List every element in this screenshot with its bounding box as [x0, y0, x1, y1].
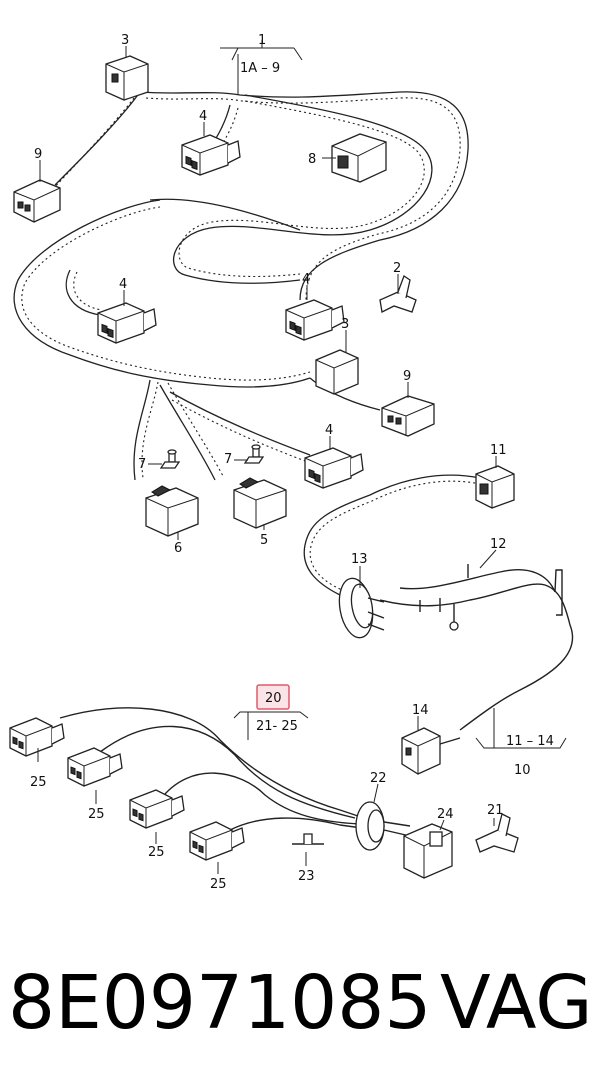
label-21: 21: [487, 803, 504, 818]
connector-5: [233, 477, 287, 529]
sensor-14: [401, 727, 461, 775]
label-3-mid: 3: [341, 317, 349, 332]
clip-21: [475, 813, 519, 853]
label-25-a: 25: [30, 775, 47, 790]
harness-10: [303, 474, 574, 731]
clip-23: [292, 833, 324, 845]
label-9-mid: 9: [403, 369, 411, 384]
connector-25-b: [67, 747, 123, 787]
connector-9-mid: [381, 395, 435, 437]
connector-4-a: [181, 134, 241, 176]
label-23: 23: [298, 869, 315, 884]
label-11: 11: [490, 443, 507, 458]
connector-3-top: [105, 55, 149, 101]
highlight-box-20: [256, 684, 290, 710]
connector-3-mid: [315, 349, 359, 395]
connector-9-left: [13, 179, 61, 223]
part-number: 8E0971085: [8, 960, 431, 1046]
label-9-left: 9: [34, 147, 42, 162]
label-11-14: 11 – 14: [506, 734, 554, 749]
brand-name: VAG: [440, 960, 593, 1046]
connector-25-c: [129, 789, 185, 829]
connector-4-b: [97, 302, 157, 344]
connector-4-d: [304, 447, 364, 489]
label-25-d: 25: [210, 877, 227, 892]
label-24: 24: [437, 807, 454, 822]
label-3-top: 3: [121, 33, 129, 48]
label-5: 5: [260, 533, 268, 548]
label-12: 12: [490, 537, 507, 552]
label-1: 1: [258, 33, 266, 48]
label-8: 8: [308, 152, 316, 167]
connector-8: [331, 133, 387, 183]
bolt-7-a: [160, 449, 180, 469]
connector-24: [403, 823, 453, 879]
connector-4-c: [285, 299, 345, 341]
harness-20: [59, 707, 371, 831]
label-6: 6: [174, 541, 182, 556]
leader-lines: [37, 40, 567, 874]
connector-11: [475, 465, 515, 509]
label-7-b: 7: [224, 452, 232, 467]
grommet-22: [355, 801, 411, 851]
label-13: 13: [351, 552, 368, 567]
label-20: 20: [265, 691, 282, 706]
label-10: 10: [514, 763, 531, 778]
label-4-d: 4: [325, 423, 333, 438]
label-2: 2: [393, 261, 401, 276]
label-25-c: 25: [148, 845, 165, 860]
label-7-a: 7: [138, 457, 146, 472]
label-4-b: 4: [119, 277, 127, 292]
label-14: 14: [412, 703, 429, 718]
connector-6: [145, 485, 199, 537]
label-4-a: 4: [199, 109, 207, 124]
label-22: 22: [370, 771, 387, 786]
grommet-13: [338, 577, 385, 639]
label-1a-9: 1A – 9: [240, 61, 280, 76]
label-25-b: 25: [88, 807, 105, 822]
label-21-25: 21- 25: [256, 719, 298, 734]
connector-25-a: [9, 717, 65, 757]
label-4-c: 4: [302, 272, 310, 287]
